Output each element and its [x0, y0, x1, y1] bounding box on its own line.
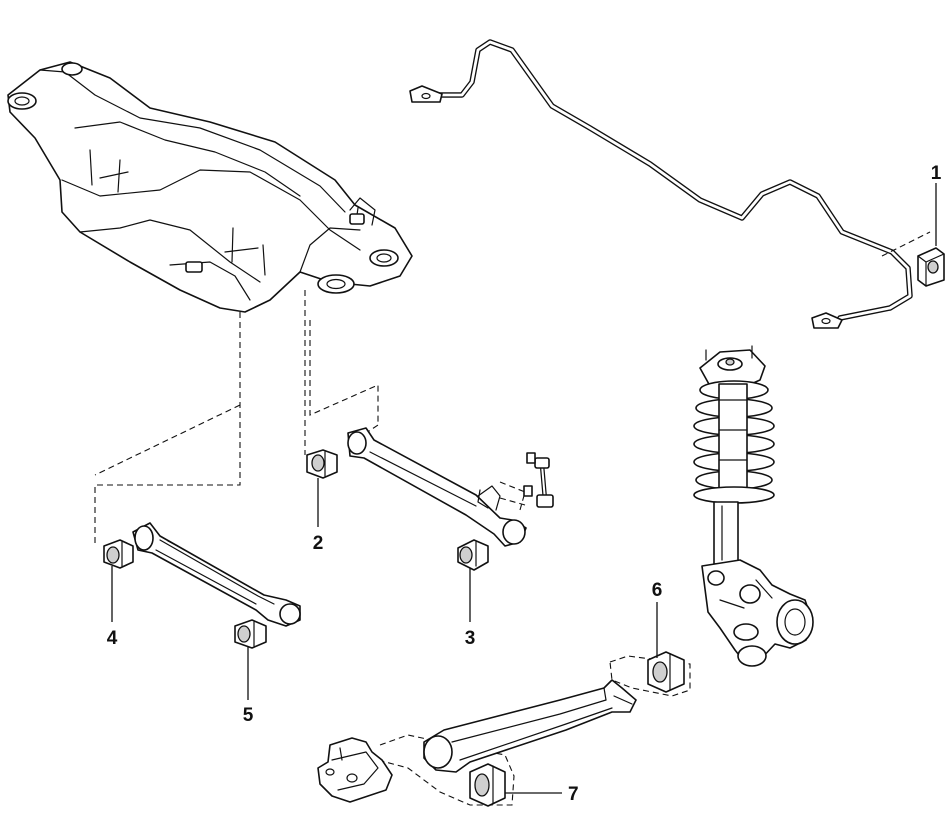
mount-line-trailing-front [609, 655, 691, 697]
callout-6: 6 [652, 580, 663, 601]
lower-lateral-arm [132, 522, 301, 627]
mount-line-right [304, 290, 379, 455]
callout-5: 5 [243, 705, 254, 726]
callout-4: 4 [107, 628, 118, 649]
mount-line-link [499, 481, 526, 511]
trailing-arm [423, 679, 637, 773]
stabilizer-link [523, 452, 554, 508]
callout-1: 1 [931, 163, 942, 184]
callout-3: 3 [465, 628, 476, 649]
strut-assembly [693, 345, 814, 667]
bushing-part-2 [306, 449, 338, 479]
stabilizer-bar [409, 39, 913, 329]
mount-line-trailing-rear [377, 734, 515, 806]
bushing-part-7 [469, 763, 506, 807]
bushing-part-6 [647, 651, 685, 693]
trailing-arm-bracket [317, 737, 393, 803]
mount-line-left [94, 312, 241, 547]
bushing-part-4 [103, 539, 134, 569]
callout-2: 2 [313, 533, 324, 554]
stabilizer-link-guide [881, 231, 931, 257]
upper-rear-arm [347, 427, 527, 547]
bushing-part-3 [457, 539, 489, 571]
rear-subframe [7, 61, 413, 313]
stabilizer-bushing-part-1 [917, 247, 945, 287]
bushing-part-5 [234, 619, 267, 649]
callout-7: 7 [568, 784, 579, 805]
